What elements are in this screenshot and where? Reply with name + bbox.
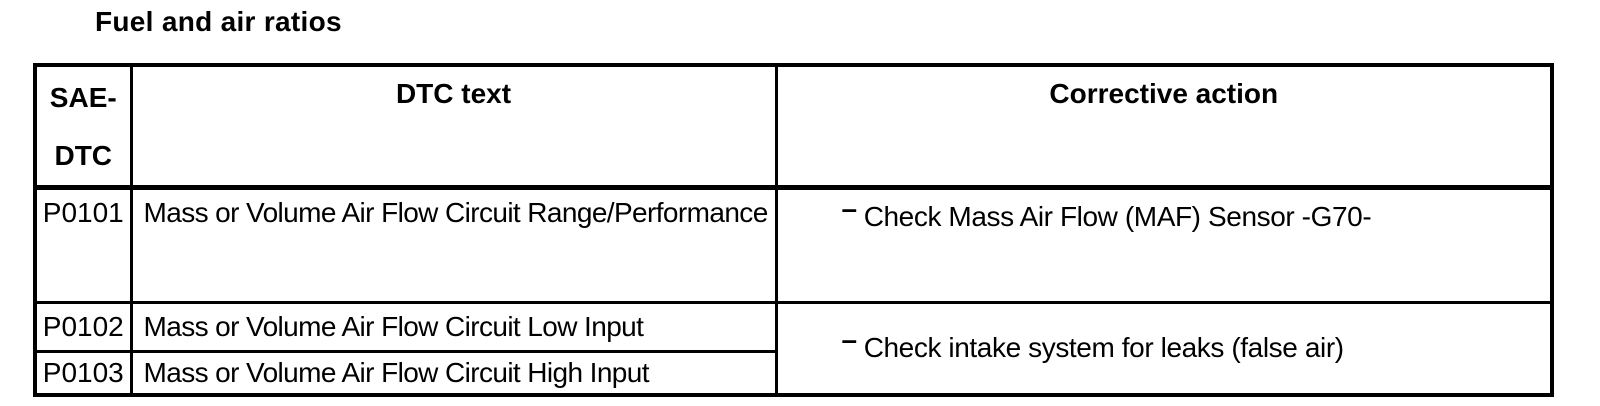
dash-bullet: – (841, 193, 858, 224)
dash-bullet: – (841, 324, 858, 356)
table-row: P0103 Mass or Volume Air Flow Circuit Hi… (33, 350, 1552, 396)
header-corrective-action: Corrective action (774, 63, 1554, 190)
corrective-action-cell-merged: –Check intake system for leaks (false ai… (774, 301, 1554, 396)
dtc-text-cell: Mass or Volume Air Flow Circuit Low Inpu… (129, 301, 778, 353)
header-sae-dtc: SAE- DTC (33, 63, 133, 190)
dtc-text-cell: Mass or Volume Air Flow Circuit Range/Pe… (129, 186, 778, 304)
table-row: P0101 Mass or Volume Air Flow Circuit Ra… (33, 186, 1554, 304)
dtc-text-cell: Mass or Volume Air Flow Circuit High Inp… (129, 350, 778, 396)
table-header-row: SAE- DTC DTC text Corrective action (33, 63, 1554, 190)
corrective-action-text: Check Mass Air Flow (MAF) Sensor -G70- (863, 201, 1372, 232)
table-row: P0102 Mass or Volume Air Flow Circuit Lo… (33, 301, 1554, 396)
section-title: Fuel and air ratios (95, 6, 342, 37)
corrective-action-text: Check intake system for leaks (false air… (863, 332, 1344, 364)
dtc-code-cell: P0102 (33, 301, 133, 353)
header-sae-dtc-line2: DTC (54, 140, 113, 171)
dtc-code-cell: P0101 (33, 186, 133, 304)
dtc-code-cell: P0103 (33, 350, 133, 396)
corrective-action-cell: –Check Mass Air Flow (MAF) Sensor -G70- (774, 186, 1554, 304)
header-sae-dtc-line1: SAE- (49, 82, 117, 113)
dtc-table: SAE- DTC DTC text Corrective action P010… (33, 63, 1554, 397)
header-dtc-text: DTC text (129, 63, 778, 190)
